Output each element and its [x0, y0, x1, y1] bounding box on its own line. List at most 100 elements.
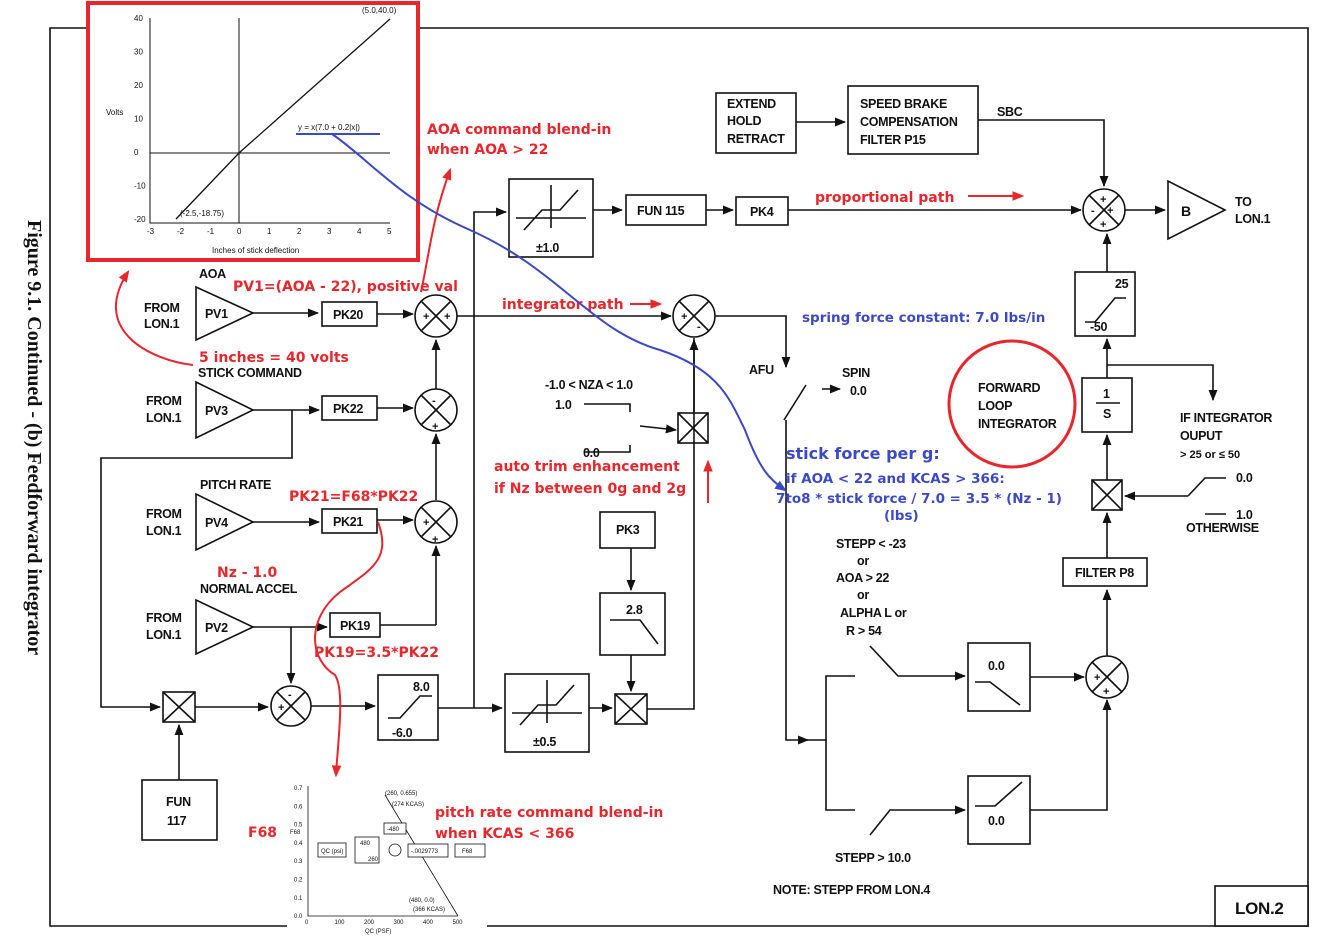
pv3-label: PV3 [205, 404, 228, 418]
inset-f68-qc: QC (psi) [321, 849, 343, 855]
svg-text:+: + [681, 311, 687, 323]
otherwise-value: 1.0 [1236, 508, 1253, 522]
inset-stick-ytick: 40 [134, 14, 143, 23]
stepp-condition-2: AOA > 22 [836, 571, 889, 585]
svg-text:+: + [1094, 672, 1100, 684]
inset-stick-xtick: 2 [297, 227, 302, 236]
note-label: NOTE: STEPP FROM LON.4 [773, 883, 930, 897]
inset-f68-ylabel: F68 [290, 830, 301, 836]
pv1-gain-triangle [195, 285, 255, 342]
inset-stick-xtick: -1 [207, 227, 215, 236]
to-label: TO [1235, 195, 1252, 209]
compensation-label: COMPENSATION [860, 115, 958, 129]
stick-from-source: LON.1 [146, 411, 182, 425]
filter-p8-label: FILTER P8 [1075, 566, 1134, 580]
input-pitch-rate: PITCH RATE FROM LON.1 PV4 [146, 478, 271, 552]
inset-f68-xtick: 400 [423, 920, 434, 926]
pk21-label: PK21 [333, 515, 363, 529]
inset-stick-chart: Volts Inches of stick deflection y = x(7… [86, 1, 420, 262]
inset-f68-xtick: 100 [335, 920, 346, 926]
fun117-label: FUN [166, 795, 191, 809]
ouput-label: OUPUT [1180, 429, 1223, 443]
schedule-bottom-value: 0.0 [988, 814, 1005, 828]
sbc-label: SBC [997, 105, 1023, 119]
fun115-label: FUN 115 [637, 204, 685, 218]
f68-note: F68 [248, 825, 277, 841]
if-integrator-label: IF INTEGRATOR [1180, 411, 1272, 425]
hold-label: HOLD [727, 114, 761, 128]
stick-force-title: stick force per g: [786, 444, 940, 463]
inset-f68-minus480: -480 [387, 827, 400, 833]
inset-stick-xtick: 0 [237, 227, 242, 236]
inset-f68-ytick: 0.4 [294, 841, 303, 847]
retract-label: RETRACT [727, 132, 785, 146]
schedule-top-block [967, 642, 1031, 712]
to-lon1-label: LON.1 [1235, 212, 1271, 226]
stepp-gt-label: STEPP > 10.0 [835, 851, 911, 865]
pitch-rate-from-source: LON.1 [146, 524, 182, 538]
spin-value: 0.0 [850, 384, 867, 398]
multipliers [162, 412, 1123, 725]
pk22-label: PK22 [333, 402, 363, 416]
stepp-condition-1: STEPP < -23 [836, 537, 906, 551]
svg-text:+: + [1100, 219, 1106, 231]
svg-text:-: - [288, 689, 292, 701]
inset-f68-ytick: 0.7 [294, 786, 303, 792]
integrator-range-label: > 25 or ≤ 50 [1180, 449, 1240, 461]
integrator-path-note: integrator path [502, 297, 624, 313]
limit-25: 25 [1115, 277, 1129, 291]
stick-header: STICK COMMAND [198, 366, 302, 380]
limiter-bottom-label: ±0.5 [533, 735, 556, 749]
extend-hold-retract-block [715, 92, 797, 154]
page-label: LON.2 [1235, 899, 1284, 918]
stick-force-formula: 7to8 * stick force / 7.0 = 3.5 * (Nz - 1… [776, 491, 1062, 507]
svg-text:+: + [444, 311, 450, 323]
saturation-top: 8.0 [413, 680, 430, 694]
filter-p8-block [1062, 557, 1148, 587]
inset-f68-bottom-kcas: (366 KCAS) [413, 907, 445, 913]
svg-text:+: + [432, 421, 438, 433]
inset-stick-xtick: -2 [177, 227, 185, 236]
auto-trim-note: auto trim enhancement [494, 459, 680, 475]
spring-constant-note: spring force constant: 7.0 lbs/in [802, 310, 1045, 326]
svg-text:+: + [1100, 194, 1106, 206]
speedbrake-label: SPEED BRAKE [860, 97, 947, 111]
inset-stick-xtick: 4 [357, 227, 362, 236]
normal-accel-from-source: LON.1 [146, 628, 182, 642]
inset-f68-top-point: (260, 0.655) [385, 791, 417, 797]
pv4-gain-triangle [195, 492, 255, 552]
inset-f68-yticks: 0.70.60.50.40.30.20.10.0 [294, 786, 303, 920]
stepp-or-1: or [857, 554, 869, 568]
pitch-rate-from: FROM [146, 507, 182, 521]
inset-stick-xtick: 1 [267, 227, 272, 236]
pk19-equation: PK19=3.5*PK22 [314, 645, 439, 661]
normal-accel-from: FROM [146, 611, 182, 625]
pk20-label: PK20 [333, 308, 363, 322]
inset-f68-gain: -.0029773 [411, 849, 439, 855]
stepp-condition-4: R > 54 [846, 624, 882, 638]
inset-f68-xtick: 200 [364, 920, 375, 926]
input-stick: STICK COMMAND FROM LON.1 PV3 [146, 366, 302, 440]
fun117-number: 117 [167, 814, 187, 828]
inset-f68-xlabel: QC (PSF) [365, 929, 391, 935]
normal-accel-header: NORMAL ACCEL [200, 582, 298, 596]
loop-label: LOOP [978, 399, 1012, 413]
nza-low: 0.0 [583, 446, 600, 460]
pv1-label: PV1 [205, 307, 228, 321]
pk3-block [599, 511, 656, 549]
fun115-block [625, 194, 707, 226]
inset-stick-ytick: 30 [134, 48, 143, 57]
svg-text:+: + [1107, 205, 1113, 217]
inset-stick-ytick: -10 [134, 182, 146, 191]
pk19-label: PK19 [340, 619, 370, 633]
red-annotations: AOA command blend-in when AOA > 22 PV1=(… [114, 122, 1077, 842]
schedule-top-value: 0.0 [988, 659, 1005, 673]
schedule-bottom-block [967, 775, 1031, 845]
inset-f68-ytick: 0.1 [294, 896, 303, 902]
pk4-label: PK4 [750, 205, 774, 219]
aoa-blend-condition: when AOA > 22 [427, 142, 548, 158]
pk20-block [321, 301, 378, 327]
input-normal-accel: NORMAL ACCEL FROM LON.1 PV2 [146, 582, 298, 656]
